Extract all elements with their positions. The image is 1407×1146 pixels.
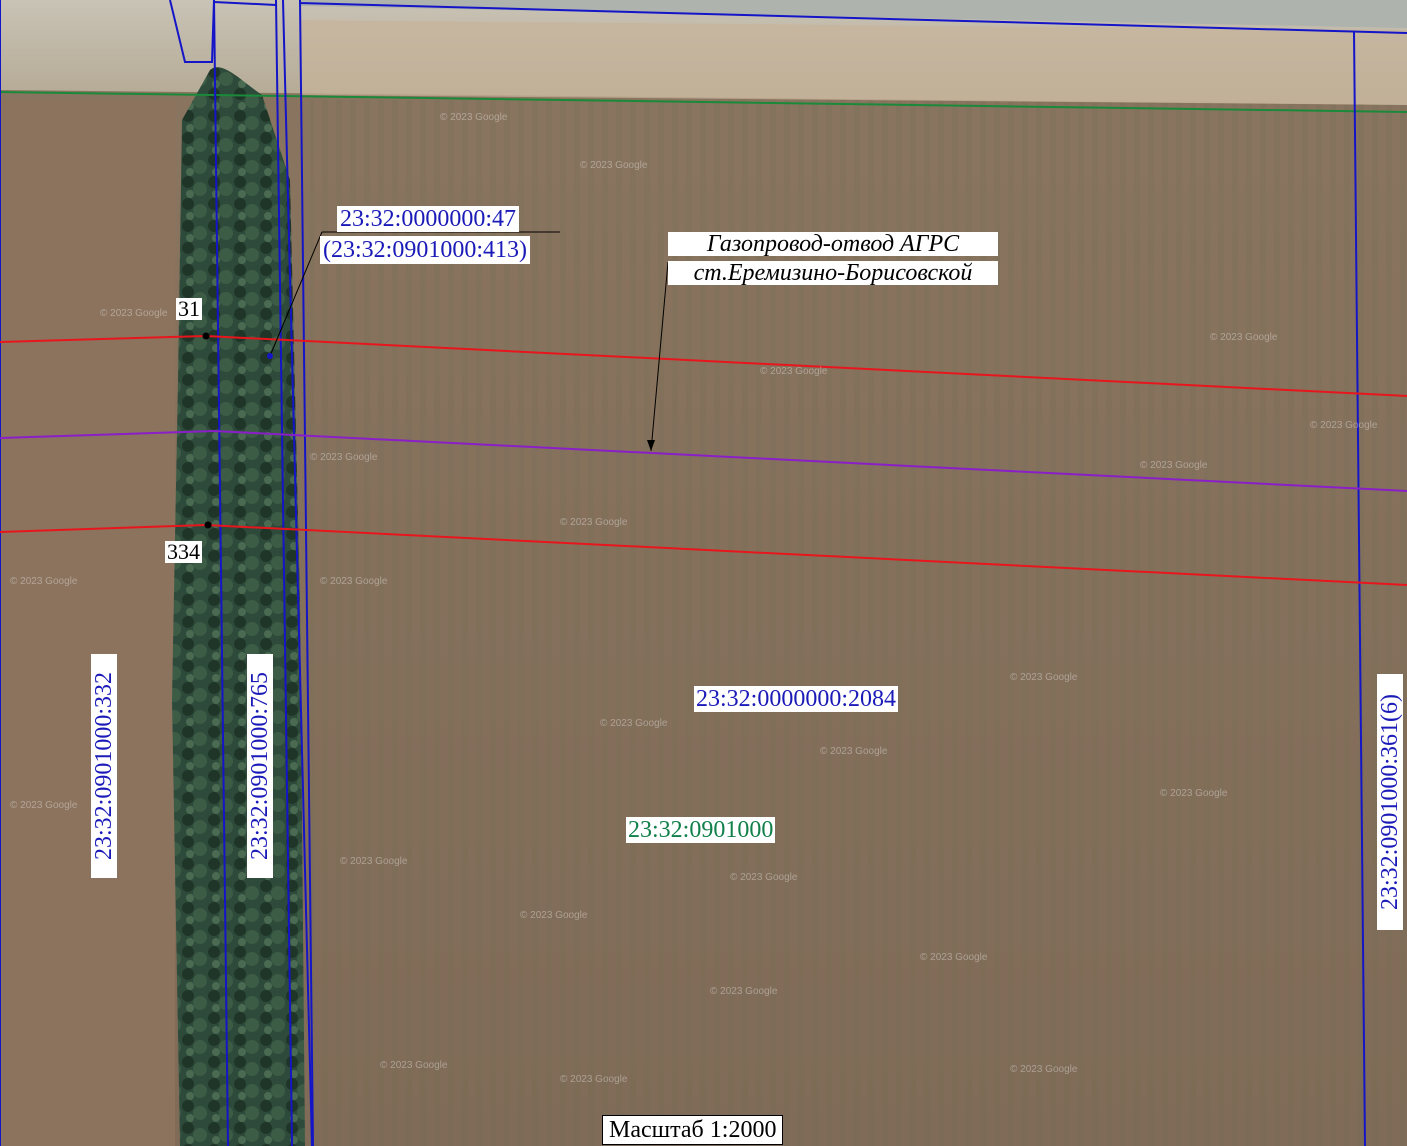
watermark: © 2023 Google bbox=[580, 160, 648, 171]
watermark: © 2023 Google bbox=[920, 952, 988, 963]
point-31-label: 31 bbox=[176, 296, 202, 321]
watermark: © 2023 Google bbox=[1140, 460, 1208, 471]
watermark: © 2023 Google bbox=[560, 517, 628, 528]
parcel-47-number-label: 23:32:0000000:47 bbox=[337, 206, 520, 232]
watermark: © 2023 Google bbox=[380, 1060, 448, 1071]
boundary-765-right bbox=[275, 0, 293, 1146]
point-334-marker bbox=[204, 521, 212, 529]
watermark: © 2023 Google bbox=[710, 986, 778, 997]
boundary-361-left bbox=[1353, 31, 1366, 1146]
quarter-label: 23:32:0901000 bbox=[626, 817, 776, 843]
point-31-marker bbox=[202, 332, 210, 340]
highway bbox=[300, 0, 1407, 28]
boundary-top-wedge bbox=[169, 0, 215, 63]
pipeline-label-line1: Газопровод-отвод АГРС bbox=[668, 232, 998, 256]
boundary-2084-left bbox=[299, 0, 314, 1146]
leader-line-47 bbox=[269, 231, 323, 357]
pipeline-line bbox=[0, 429, 1407, 492]
parcel-765-label: 23:32:0901000:765 bbox=[247, 654, 273, 878]
leader-line-pipeline bbox=[650, 261, 669, 452]
watermark: © 2023 Google bbox=[760, 366, 828, 377]
watermark: © 2023 Google bbox=[560, 1074, 628, 1085]
boundary-765-left bbox=[213, 0, 229, 1146]
point-334-label: 334 bbox=[165, 539, 202, 564]
left-field bbox=[0, 100, 175, 1146]
leader-arrow bbox=[647, 440, 655, 451]
scale-label: Масштаб 1:2000 bbox=[602, 1115, 784, 1145]
watermark: © 2023 Google bbox=[10, 800, 78, 811]
parcel-332-label: 23:32:0901000:332 bbox=[91, 654, 117, 878]
watermark: © 2023 Google bbox=[1010, 1064, 1078, 1075]
watermark: © 2023 Google bbox=[730, 872, 798, 883]
watermark: © 2023 Google bbox=[440, 112, 508, 123]
watermark: © 2023 Google bbox=[820, 746, 888, 757]
watermark: © 2023 Google bbox=[10, 576, 78, 587]
watermark: © 2023 Google bbox=[1160, 788, 1228, 799]
quarter-boundary-line bbox=[0, 91, 1407, 113]
watermark: © 2023 Google bbox=[100, 308, 168, 319]
bare-soil-strip bbox=[300, 20, 1407, 105]
watermark: © 2023 Google bbox=[1210, 332, 1278, 343]
watermark: © 2023 Google bbox=[340, 856, 408, 867]
watermark: © 2023 Google bbox=[320, 576, 388, 587]
pipeline-label-line2: ст.Еремизино-Борисовской bbox=[668, 261, 998, 285]
parcel-361-label: 23:32:0901000:361(6) bbox=[1377, 674, 1403, 930]
parcel-47-marker bbox=[267, 353, 273, 359]
watermark: © 2023 Google bbox=[1010, 672, 1078, 683]
watermark: © 2023 Google bbox=[310, 452, 378, 463]
parcel-2084-label: 23:32:0000000:2084 bbox=[694, 686, 899, 712]
watermark: © 2023 Google bbox=[600, 718, 668, 729]
boundary-47-right bbox=[282, 0, 313, 1146]
watermark: © 2023 Google bbox=[520, 910, 588, 921]
parcel-47-old-number-label: (23:32:0901000:413) bbox=[320, 236, 530, 264]
boundary-765-top bbox=[213, 1, 277, 6]
watermark: © 2023 Google bbox=[1310, 420, 1378, 431]
